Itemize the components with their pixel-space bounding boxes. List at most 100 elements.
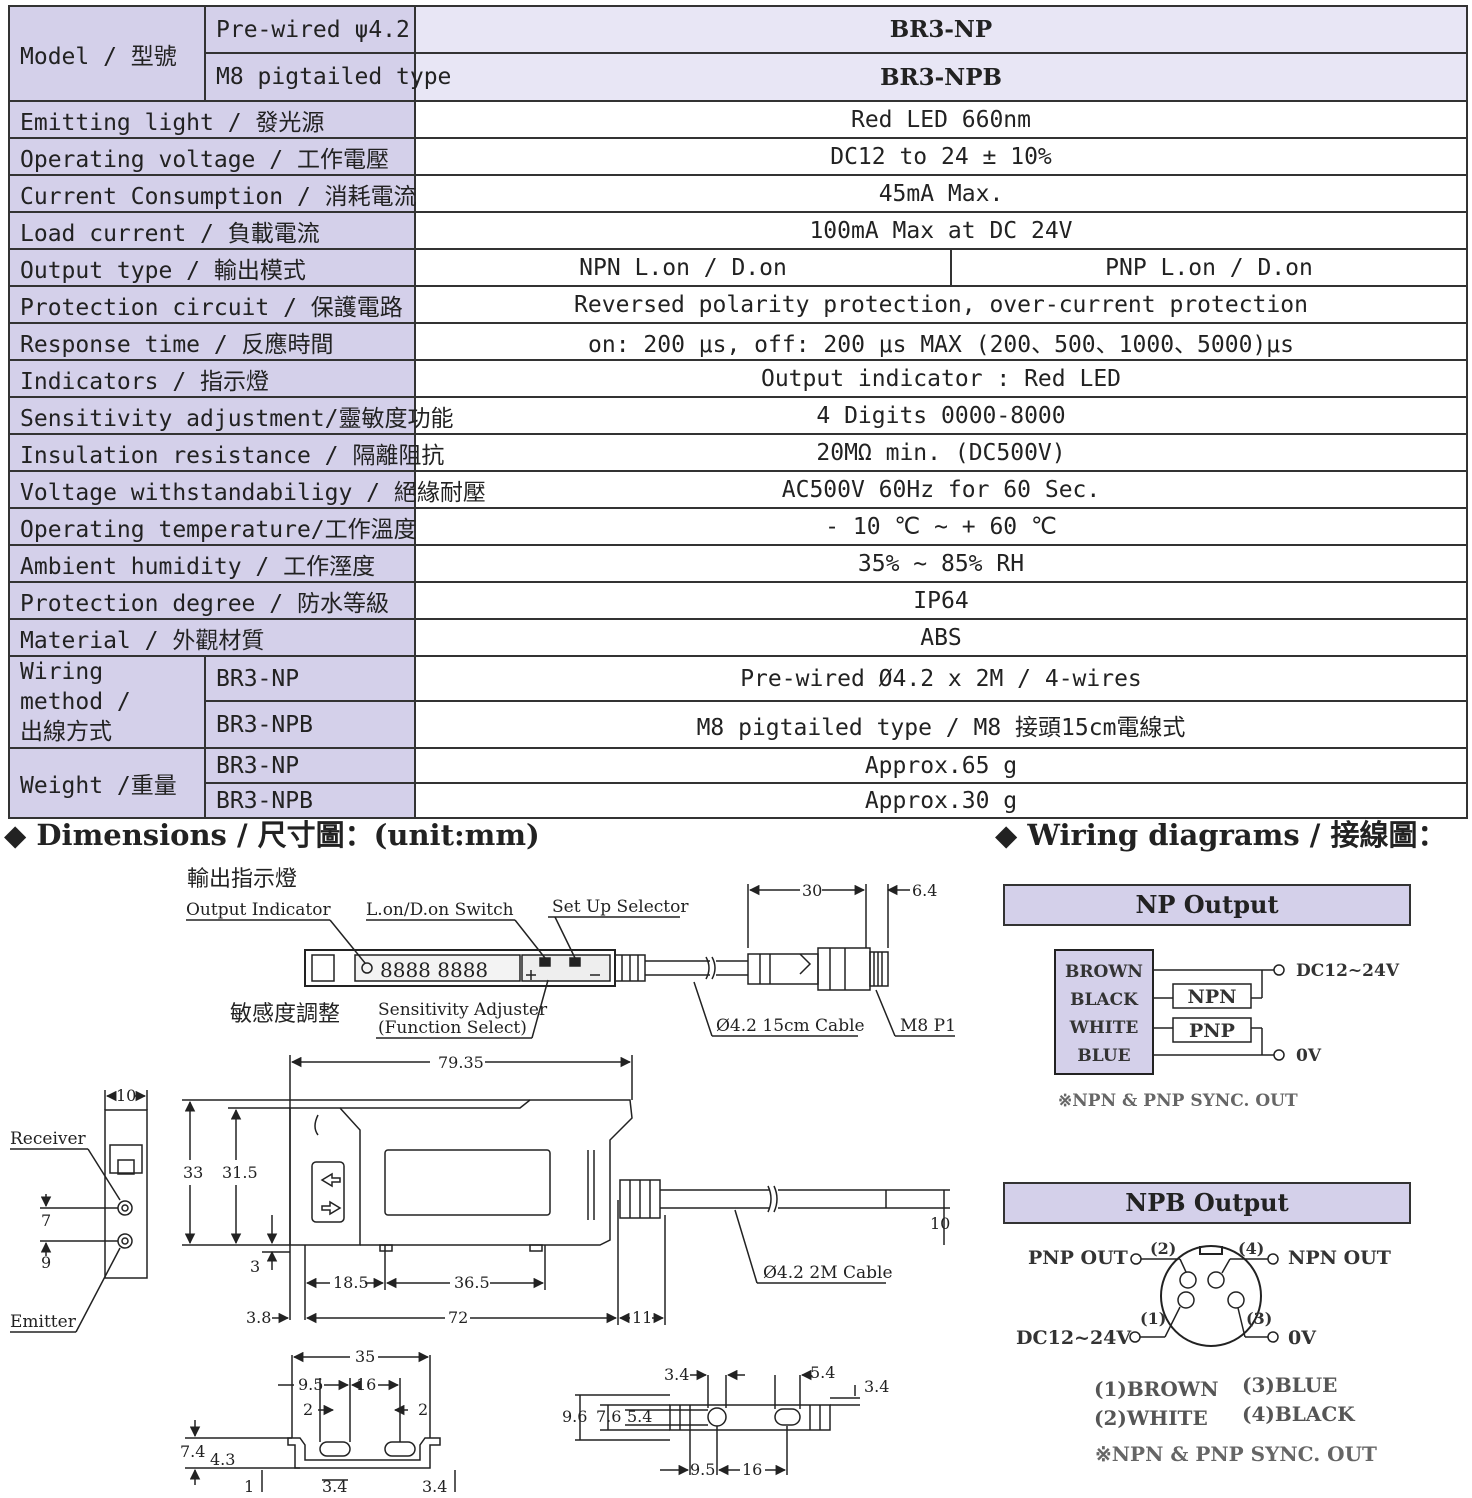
row-value: on: 200 μs, off: 200 μs MAX (200、500、100…	[414, 322, 1468, 361]
pin2-label: (2)	[1150, 1239, 1176, 1258]
dim-5-4-side: 5.4	[810, 1363, 835, 1382]
dc-label: DC12~24V	[1296, 961, 1400, 981]
sensor-end-view	[104, 1109, 148, 1279]
sensor-front-view: 8888 8888	[304, 947, 889, 991]
cable-2m-label: Ø4.2 2M Cable	[763, 1263, 893, 1283]
wire-blue-label: BLUE	[1077, 1046, 1130, 1066]
row-value: Red LED 660nm	[414, 100, 1468, 139]
dim-36-5: 36.5	[454, 1273, 490, 1292]
legend-3: (3)BLUE	[1242, 1373, 1337, 1397]
weight-npb-label: BR3-NPB	[204, 782, 416, 819]
pin3-label: (3)	[1246, 1309, 1272, 1328]
row-label: Voltage withstandabiligy / 絕緣耐壓	[8, 470, 486, 509]
wire-white-label: WHITE	[1069, 1018, 1139, 1038]
np-output-title: NP Output	[1003, 884, 1411, 926]
weight-np-value: Approx.65 g	[414, 747, 1468, 784]
lcd-display: 8888 8888	[380, 958, 488, 982]
output-indicator-led	[361, 962, 373, 974]
row-label: Material / 外觀材質	[8, 618, 416, 657]
weight-np-label: BR3-NP	[204, 747, 416, 784]
npb-output-title: NPB Output	[1003, 1182, 1411, 1224]
npn-box-label: NPN	[1187, 986, 1236, 1008]
row-label: Protection circuit / 保護電路	[8, 285, 416, 324]
dim-10-cable: 10	[930, 1214, 950, 1233]
sensitivity-adjuster-label: Sensitivity Adjuster	[378, 1000, 548, 1020]
row-value: 100mA Max at DC 24V	[414, 211, 1468, 250]
row-value-pnp: PNP L.on / D.on	[950, 248, 1468, 287]
weight-label: Weight /重量	[8, 747, 206, 819]
wire-black-label: BLACK	[1070, 990, 1139, 1010]
wire-brown-label: BROWN	[1065, 962, 1143, 982]
dim-3-4-side-b: 3.4	[864, 1377, 889, 1396]
model-label: Model / 型號	[8, 5, 206, 102]
output-indicator-cn: 輸出指示燈	[187, 867, 297, 892]
np-wiring-diagram: BROWN BLACK WHITE BLUE NPN PNP DC12~24V …	[1054, 949, 1400, 1111]
pin-1	[1177, 1291, 1195, 1309]
wiring-method-label: Wiring method / 出線方式	[8, 655, 206, 749]
row-value: 4 Digits 0000-8000	[414, 396, 1468, 435]
sync-note-2: ※NPN & PNP SYNC. OUT	[1095, 1442, 1377, 1466]
row-label: Operating voltage / 工作電壓	[8, 137, 416, 176]
dim-11: 11	[632, 1308, 652, 1327]
receiver-label: Receiver	[10, 1129, 87, 1149]
row-value: Reversed polarity protection, over-curre…	[414, 285, 1468, 324]
row-label: Emitting light / 發光源	[8, 100, 416, 139]
row-label: Sensitivity adjustment/靈敏度功能	[8, 396, 454, 435]
dim-16-bracket: 16	[356, 1375, 376, 1394]
pin-2	[1179, 1271, 1197, 1289]
wiring-npb-label: BR3-NPB	[204, 700, 416, 749]
dim-6-4: 6.4	[912, 881, 937, 900]
dim-79-35: 79.35	[438, 1053, 484, 1072]
model-npb: BR3-NPB	[414, 52, 1468, 102]
row-label: Protection degree / 防水等級	[8, 581, 416, 620]
m8-label: M8 pigtailed type	[204, 52, 451, 102]
dim-16-side: 16	[742, 1460, 762, 1479]
dim-3-8: 3.8	[246, 1308, 271, 1327]
wiring-title: ◆ Wiring diagrams / 接線圖：	[995, 818, 1447, 852]
pin4-label: (4)	[1238, 1239, 1264, 1258]
dim-10-top: 10	[116, 1086, 136, 1105]
sync-note: ※NPN & PNP SYNC. OUT	[1058, 1091, 1298, 1111]
prewired-label: Pre-wired ψ4.2	[204, 5, 416, 54]
row-value: Output indicator : Red LED	[414, 359, 1468, 398]
dim-3-4-bracket-a: 3.4	[322, 1477, 347, 1496]
row-value: DC12 to 24 ± 10%	[414, 137, 1468, 176]
row-value: ABS	[414, 618, 1468, 657]
legend-4: (4)BLACK	[1242, 1402, 1355, 1426]
row-value: 45mA Max.	[414, 174, 1468, 213]
dim-1: 1	[244, 1477, 254, 1496]
pnp-box-label: PNP	[1189, 1020, 1235, 1042]
dim-5-4-side-left: 5.4	[627, 1407, 652, 1426]
dim-33: 33	[183, 1163, 203, 1182]
dim-4-3: 4.3	[210, 1450, 235, 1469]
row-label: Output type / 輸出模式	[8, 248, 416, 287]
dim-7-4: 7.4	[180, 1442, 205, 1461]
wiring-npb-value: M8 pigtailed type / M8 接頭15cm電線式	[414, 700, 1468, 749]
model-np: BR3-NP	[414, 5, 1468, 54]
sensor-side-view	[289, 1099, 887, 1252]
dc2-label: DC12~24V	[1016, 1327, 1132, 1349]
emitter-label: Emitter	[10, 1312, 77, 1332]
dim-72: 72	[448, 1308, 468, 1327]
zero-v-label: 0V	[1296, 1046, 1322, 1066]
wiring-np-value: Pre-wired Ø4.2 x 2M / 4-wires	[414, 654, 1468, 703]
setup-selector-label: Set Up Selector	[552, 897, 689, 917]
spec-table: Model / 型號 Pre-wired ψ4.2 BR3-NP M8 pigt…	[8, 5, 1468, 819]
dim-31-5: 31.5	[222, 1163, 258, 1182]
wiring-label-en: Wiring method /	[20, 659, 131, 715]
npn-out-label: NPN OUT	[1288, 1247, 1391, 1269]
dim-2-left: 2	[303, 1400, 313, 1419]
row-label: Insulation resistance / 隔離阻抗	[8, 433, 444, 472]
dim-7: 7	[41, 1211, 51, 1230]
dim-9-6: 9.6	[562, 1407, 587, 1426]
dim-3-4-side-a: 3.4	[664, 1365, 689, 1384]
dim-9-5-bracket: 9.5	[298, 1375, 323, 1394]
function-select-label: (Function Select)	[378, 1018, 527, 1038]
row-value: AC500V 60Hz for 60 Sec.	[414, 470, 1468, 509]
row-label: Response time / 反應時間	[8, 322, 416, 361]
dim-2-right: 2	[418, 1400, 428, 1419]
wiring-label-cn: 出線方式	[20, 719, 112, 745]
sensitivity-cn: 敏感度調整	[230, 1002, 340, 1027]
pin1-label: (1)	[1140, 1309, 1166, 1328]
